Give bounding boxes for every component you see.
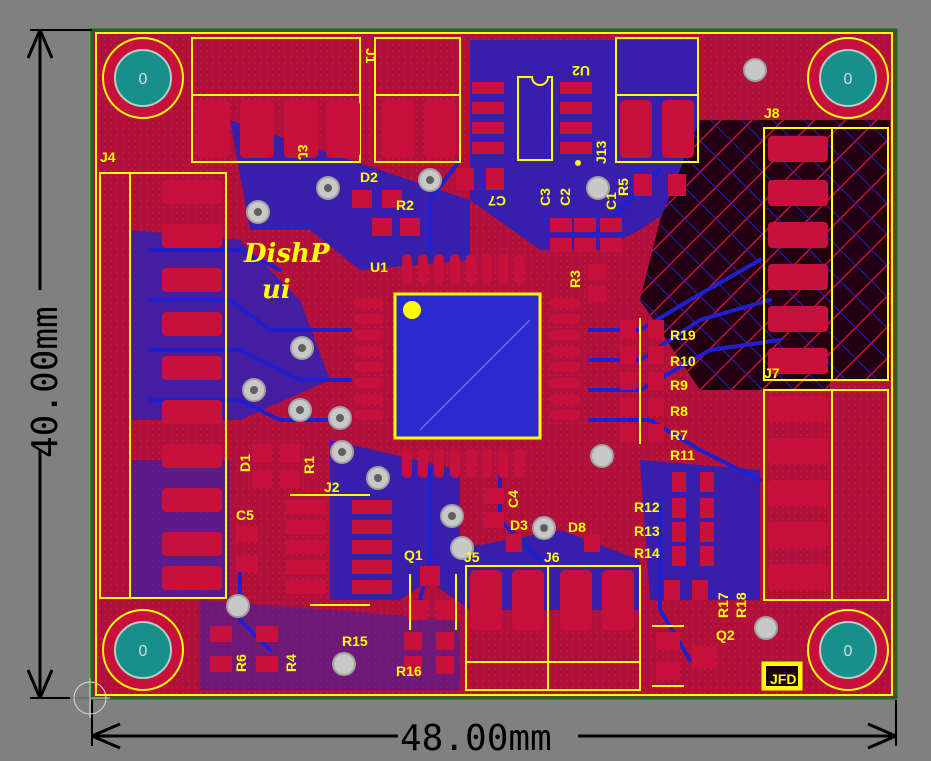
label-d3: D3 xyxy=(510,517,528,533)
label-q1: Q1 xyxy=(404,547,423,563)
mount-hole-tr: 0 xyxy=(807,37,889,119)
label-d2: D2 xyxy=(360,169,378,185)
label-c4: C4 xyxy=(505,490,521,508)
resistor-array xyxy=(620,318,664,444)
label-c1: C1 xyxy=(603,192,619,210)
label-r12: R12 xyxy=(634,499,660,515)
label-r18: R18 xyxy=(733,592,749,618)
label-j8: J8 xyxy=(764,105,780,121)
brand-label: JFD xyxy=(770,671,796,687)
dimension-width-label: 48.00mm xyxy=(400,718,552,759)
label-j4: J4 xyxy=(100,149,116,165)
label-c2: C2 xyxy=(557,188,573,206)
logo-line2: ui xyxy=(262,275,291,305)
connector-j1 xyxy=(374,37,461,163)
connector-j4 xyxy=(99,172,227,599)
label-r19: R19 xyxy=(670,327,696,343)
small-parts xyxy=(210,168,803,691)
label-j13: J13 xyxy=(593,140,609,164)
label-r8: R8 xyxy=(670,403,688,419)
label-j6: J6 xyxy=(544,549,560,565)
label-q2: Q2 xyxy=(716,627,735,643)
connector-j6 xyxy=(547,565,641,691)
label-r17: R17 xyxy=(715,592,731,618)
label-r14: R14 xyxy=(634,545,660,561)
dimension-width: 48.00mm xyxy=(91,700,897,759)
board-silk-border xyxy=(95,32,893,696)
label-r10: R10 xyxy=(670,353,696,369)
svg-text:0: 0 xyxy=(139,71,148,88)
label-r6: R6 xyxy=(233,654,249,672)
label-r15: R15 xyxy=(342,633,368,649)
label-r7: R7 xyxy=(670,427,688,443)
mount-hole-tl: 0 xyxy=(102,37,184,119)
label-r5: R5 xyxy=(615,178,631,196)
label-u1: U1 xyxy=(370,259,388,275)
label-r13: R13 xyxy=(634,523,660,539)
label-r1: R1 xyxy=(301,456,317,474)
connector-j2 xyxy=(286,494,392,606)
label-c7: C7 xyxy=(488,193,506,209)
label-r16: R16 xyxy=(396,663,422,679)
dimension-height-label: 40.00mm xyxy=(25,306,66,458)
dimension-height: 40.00mm xyxy=(25,29,92,699)
svg-text:0: 0 xyxy=(844,71,853,88)
connector-j13 xyxy=(615,37,699,163)
label-j3: J3 xyxy=(295,144,311,160)
connector-j3 xyxy=(191,37,361,163)
label-j5: J5 xyxy=(464,549,480,565)
ic-u2 xyxy=(472,76,592,166)
logo-line1: DishP xyxy=(243,239,331,269)
origin-marker xyxy=(70,678,110,718)
via-holes xyxy=(250,176,548,532)
svg-text:0: 0 xyxy=(844,643,853,660)
label-c3: C3 xyxy=(537,188,553,206)
ic-u1 xyxy=(354,254,580,478)
svg-text:0: 0 xyxy=(139,643,148,660)
mount-hole-br: 0 xyxy=(807,609,889,691)
label-d8: D8 xyxy=(568,519,586,535)
label-j1: J1 xyxy=(363,48,379,64)
label-r2: R2 xyxy=(396,197,414,213)
resistor-array-2 xyxy=(672,472,714,566)
label-r3: R3 xyxy=(567,270,583,288)
label-j7: J7 xyxy=(764,365,780,381)
label-c5: C5 xyxy=(236,507,254,523)
label-d1: D1 xyxy=(237,454,253,472)
label-j2: J2 xyxy=(324,479,340,495)
connector-j7 xyxy=(763,389,889,601)
mount-hole-bl: 0 xyxy=(102,609,184,691)
label-r9: R9 xyxy=(670,377,688,393)
connector-j8 xyxy=(763,127,889,381)
label-u2: U2 xyxy=(572,63,590,79)
label-r11: R11 xyxy=(670,447,695,463)
connector-j5 xyxy=(465,565,549,691)
label-r4: R4 xyxy=(283,654,299,672)
